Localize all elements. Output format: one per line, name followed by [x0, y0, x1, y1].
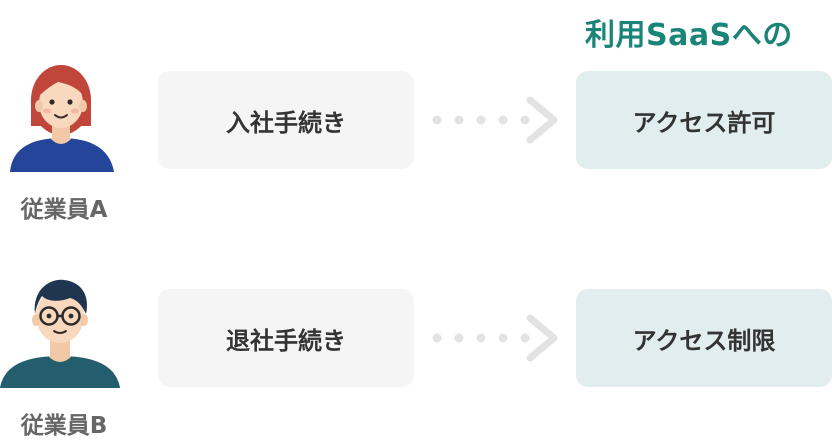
saas-header-title: 利用SaaSへの [585, 18, 793, 53]
access-restricted-label: アクセス制限 [632, 326, 776, 355]
access-granted-box: アクセス許可 [576, 71, 832, 169]
employee-a-label: 従業員A [20, 197, 108, 223]
onboarding-process-box: 入社手続き [158, 71, 414, 169]
woman-avatar-icon [10, 58, 114, 172]
access-granted-label: アクセス許可 [632, 108, 776, 137]
man-with-glasses-avatar-icon [0, 276, 120, 390]
arrow-right-icon [428, 94, 568, 146]
offboarding-process-label: 退社手続き [226, 326, 346, 355]
arrow-right-icon [428, 312, 568, 364]
offboarding-process-box: 退社手続き [158, 289, 414, 387]
employee-b-label: 従業員B [20, 413, 108, 439]
access-restricted-box: アクセス制限 [576, 289, 832, 387]
onboarding-process-label: 入社手続き [226, 108, 346, 137]
